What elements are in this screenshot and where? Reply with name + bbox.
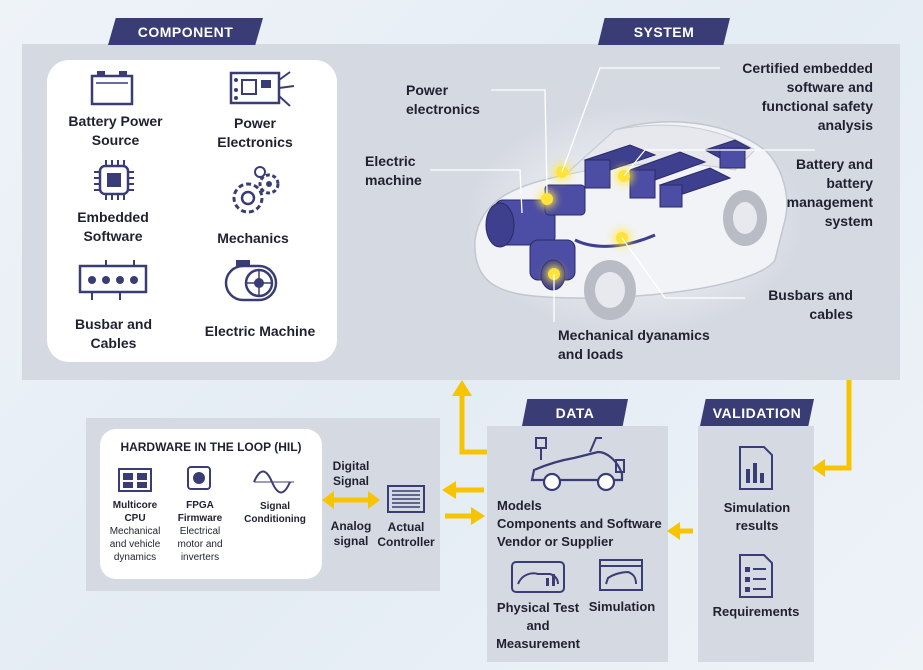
physical-test-label: Physical Test and Measurement bbox=[496, 600, 580, 651]
component-label-battery: Battery Power Source bbox=[68, 113, 163, 148]
fpga-icon bbox=[187, 466, 211, 490]
car-illustration bbox=[465, 105, 800, 335]
models-label: Models bbox=[497, 498, 542, 513]
circuit-board-icon bbox=[229, 71, 295, 107]
models-sub-label: Components and Software Vendor or Suppli… bbox=[497, 516, 662, 549]
callout-electric-machine: Electric machine bbox=[365, 153, 422, 188]
callout-power-electronics: Power electronics bbox=[406, 82, 480, 117]
system-tag: SYSTEM bbox=[598, 18, 730, 45]
component-tag: COMPONENT bbox=[108, 18, 263, 45]
component-label-power-electronics: Power Electronics bbox=[217, 115, 293, 150]
test-measurement-icon bbox=[511, 561, 565, 593]
digital-signal-label: Digital Signal bbox=[332, 459, 370, 488]
callout-battery-system: Battery and battery management system bbox=[786, 156, 873, 229]
results-document-icon bbox=[739, 446, 773, 490]
callout-mechanical: Mechanical dyanamics and loads bbox=[558, 327, 710, 362]
hotspot-electric-machine[interactable] bbox=[541, 193, 553, 205]
chip-icon bbox=[94, 160, 134, 200]
simulation-results-label: Simulation results bbox=[723, 500, 791, 533]
component-label-embedded-software: Embedded Software bbox=[77, 209, 149, 244]
validation-tag: VALIDATION bbox=[700, 399, 814, 426]
callout-certified-software: Certified embedded software and function… bbox=[742, 60, 873, 133]
data-panel bbox=[487, 426, 668, 662]
hil-fpga-desc: Electrical motor and inverters bbox=[177, 526, 223, 563]
sine-wave-icon bbox=[253, 470, 294, 494]
hil-title: HARDWARE IN THE LOOP (HIL) bbox=[120, 440, 302, 454]
controller-icon bbox=[387, 485, 425, 513]
component-label-electric-machine: Electric Machine bbox=[204, 323, 316, 339]
cpu-icon bbox=[118, 468, 152, 492]
component-card bbox=[47, 60, 337, 362]
callout-busbars: Busbars and cables bbox=[768, 287, 853, 322]
actual-controller-label: Actual Controller bbox=[377, 520, 435, 549]
electric-motor-icon bbox=[224, 260, 278, 302]
component-label-busbar: Busbar and Cables bbox=[74, 316, 152, 351]
simulation-label: Simulation bbox=[588, 599, 656, 614]
requirements-checklist-icon bbox=[739, 554, 773, 598]
busbar-icon bbox=[78, 260, 148, 300]
hil-fpga-title: FPGA Firmware bbox=[177, 500, 223, 524]
hil-signal-title: Signal Conditioning bbox=[244, 501, 306, 525]
analog-signal-label: Analog signal bbox=[330, 519, 372, 548]
requirements-label: Requirements bbox=[712, 604, 800, 619]
hil-cpu-title: Multicore CPU bbox=[112, 500, 158, 524]
battery-icon bbox=[90, 71, 134, 106]
simulation-screen-icon bbox=[599, 559, 643, 591]
car-sensor-icon bbox=[530, 437, 625, 492]
hil-card bbox=[100, 429, 322, 579]
hil-cpu-desc: Mechanical and vehicle dynamics bbox=[109, 526, 161, 563]
data-tag: DATA bbox=[522, 399, 628, 426]
gears-icon bbox=[232, 166, 280, 214]
component-label-mechanics: Mechanics bbox=[217, 230, 289, 246]
